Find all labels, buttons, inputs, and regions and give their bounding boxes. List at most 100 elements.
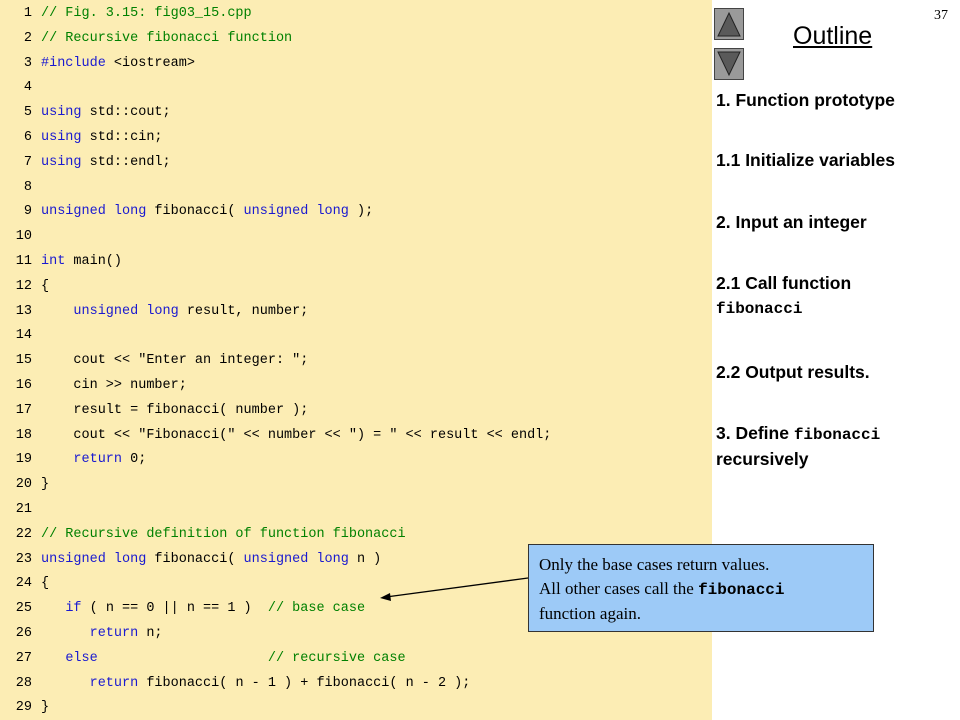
code-text: [41, 676, 90, 691]
line-number: 21: [15, 502, 32, 517]
callout-code: fibonacci: [698, 581, 785, 599]
code-line: 13 unsigned long result, number;: [0, 300, 309, 324]
line-number: 4: [23, 80, 32, 96]
line-number: 11: [15, 254, 32, 269]
code-text: std::cout;: [89, 105, 171, 121]
code-text: main(): [73, 254, 123, 269]
code-line: 8: [0, 176, 41, 200]
code-line: 17 result = fibonacci( number );: [0, 399, 309, 423]
code-line: 28 return fibonacci( n - 1 ) + fibonacci…: [0, 672, 471, 696]
outline-item-label-continued: recursively: [716, 449, 809, 469]
outline-item-label: 2.2 Output results.: [716, 362, 870, 382]
outline-title: Outline: [793, 22, 873, 50]
code-keyword: unsigned long: [243, 551, 357, 567]
code-text: n ): [356, 551, 382, 567]
code-keyword: else: [65, 650, 268, 666]
line-number: 23: [15, 551, 32, 567]
code-text: }: [41, 477, 50, 493]
code-text: [41, 651, 65, 666]
callout-line-2: All other cases call the: [539, 579, 699, 598]
triangle-up-icon: [717, 11, 741, 37]
code-line: 5 using std::cout;: [0, 101, 171, 125]
line-number: 22: [15, 526, 32, 542]
code-line: 12{: [0, 275, 49, 299]
code-keyword: return: [73, 452, 131, 468]
code-line: 2 // Recursive fibonacci function: [0, 27, 292, 51]
callout-line-1: Only the base cases return values.: [539, 555, 770, 574]
outline-item-input-integer: 2. Input an integer: [716, 210, 952, 234]
line-number: 2: [23, 30, 32, 46]
line-number: 29: [15, 700, 32, 716]
code-text: std::cin;: [89, 130, 163, 145]
code-text: cout << "Fibonacci(" << number << ") = "…: [41, 427, 552, 443]
code-text: result = fibonacci( number );: [41, 402, 309, 418]
outline-item-label: 3. Define: [716, 423, 794, 443]
code-line: 21: [0, 498, 41, 522]
line-number: 27: [15, 650, 32, 666]
code-keyword: if: [65, 601, 90, 617]
line-number: 19: [15, 452, 32, 468]
code-text: [41, 601, 65, 616]
line-number: 17: [15, 402, 32, 418]
previous-slide-button[interactable]: [714, 8, 744, 40]
line-number: 9: [23, 204, 32, 220]
line-number: 14: [15, 328, 32, 344]
code-text: 0;: [130, 452, 147, 468]
code-text: );: [356, 204, 374, 220]
line-number: 28: [15, 675, 32, 691]
outline-item-initialize-variables: 1.1 Initialize variables: [716, 148, 952, 172]
line-number: 16: [15, 378, 32, 393]
code-keyword: using: [41, 130, 90, 145]
code-text: [41, 304, 73, 319]
callout-line-3: function again.: [539, 604, 641, 623]
code-line: 3#include <iostream>: [0, 52, 195, 76]
code-comment: // Recursive fibonacci function: [41, 30, 293, 46]
line-number: 25: [15, 601, 32, 617]
code-comment: // Recursive definition of function fibo…: [41, 526, 406, 542]
code-text: {: [41, 278, 50, 294]
line-number: 10: [15, 229, 32, 245]
code-comment: // base case: [267, 601, 366, 617]
code-keyword: #include: [41, 55, 114, 71]
code-line: 29}: [0, 696, 49, 720]
code-text: }: [41, 700, 50, 716]
code-line: 15 cout << "Enter an integer: ";: [0, 349, 309, 373]
code-line: 14: [0, 324, 41, 348]
code-keyword: return: [89, 675, 147, 691]
code-line: 24{: [0, 572, 49, 596]
code-text: [41, 452, 73, 467]
outline-item-label: 1. Function prototype: [716, 90, 895, 110]
code-line: 18 cout << "Fibonacci(" << number << ") …: [0, 424, 552, 448]
outline-item-call-function: 2.1 Call function fibonacci: [716, 271, 952, 321]
code-line: 16 cin >> number;: [0, 374, 187, 398]
outline-item-code: fibonacci: [793, 426, 881, 444]
line-number: 5: [23, 105, 32, 121]
code-keyword: unsigned long: [41, 551, 155, 567]
triangle-down-icon: [717, 51, 741, 77]
code-text: ( n == 0 || n == 1 ): [89, 601, 268, 617]
callout-box: Only the base cases return values. All o…: [528, 544, 874, 632]
line-number: 15: [15, 353, 32, 369]
line-number: 24: [15, 576, 32, 592]
code-line: 19 return 0;: [0, 448, 147, 472]
code-text: fibonacci(: [154, 551, 244, 567]
code-text: result, number;: [186, 303, 309, 319]
line-number: 18: [15, 427, 32, 443]
code-line: 26 return n;: [0, 622, 163, 646]
outline-item-output-results: 2.2 Output results.: [716, 360, 952, 384]
next-slide-button[interactable]: [714, 48, 744, 80]
line-number: 20: [15, 477, 32, 493]
outline-item-code: fibonacci: [716, 300, 803, 318]
code-line: 1// Fig. 3.15: fig03_15.cpp: [0, 2, 252, 26]
outline-item-define-fibonacci: 3. Define fibonacci recursively: [716, 421, 952, 471]
code-comment: // Fig. 3.15: fig03_15.cpp: [41, 6, 252, 21]
outline-item-label: 2. Input an integer: [716, 212, 867, 232]
code-text: fibonacci(: [154, 204, 244, 220]
code-keyword: using: [41, 105, 90, 121]
line-number: 8: [23, 179, 32, 195]
code-line: 20}: [0, 473, 49, 497]
code-line: 4: [0, 76, 41, 100]
